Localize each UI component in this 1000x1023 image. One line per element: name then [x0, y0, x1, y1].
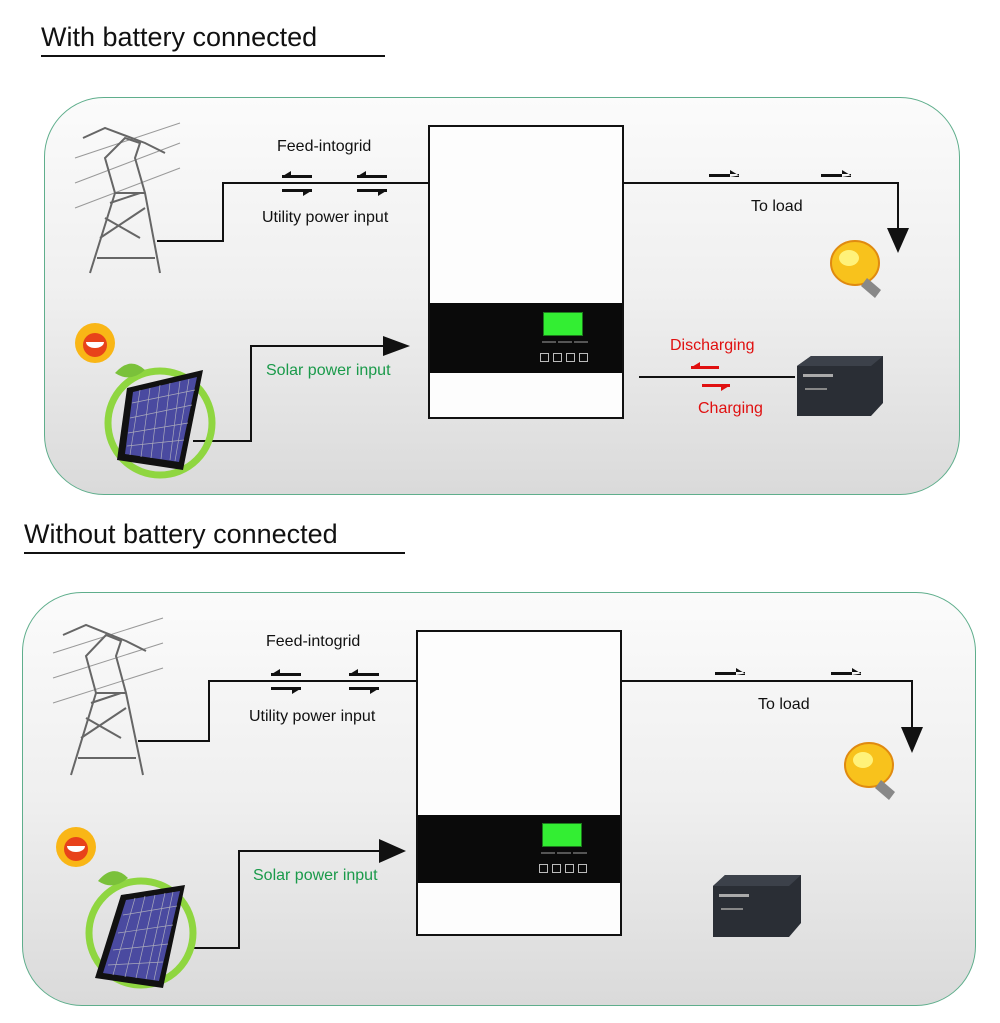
inverter-control-panel: [430, 303, 622, 373]
light-bulb-icon: [830, 240, 881, 298]
battery-icon: [797, 356, 883, 416]
panel-button: [579, 353, 588, 362]
power-tower-icon: [74, 122, 181, 274]
panel-button: [553, 353, 562, 362]
to-load-label: To load: [758, 696, 810, 713]
status-led: [558, 341, 572, 343]
inverter-control-panel: [418, 815, 620, 883]
section-heading-with-battery: With battery connected: [41, 24, 385, 57]
to-load-flow-arrows: [715, 668, 861, 675]
status-led: [542, 341, 556, 343]
feed-in-label: Feed-intogrid: [266, 633, 361, 650]
feed-in-arrows: [282, 171, 387, 196]
utility-input-label: Utility power input: [249, 708, 376, 725]
diagram-panel-with-battery: Feed-intogrid Utility power input To loa…: [44, 97, 960, 495]
inverter-icon: [416, 630, 622, 936]
battery-icon: [713, 875, 801, 937]
charging-label: Charging: [698, 400, 763, 417]
solar-panel-icon: [104, 363, 216, 479]
status-led: [573, 852, 587, 854]
discharging-label: Discharging: [670, 337, 755, 354]
light-bulb-icon: [844, 742, 895, 800]
utility-input-label: Utility power input: [262, 209, 389, 226]
to-load-arrowhead: [901, 727, 923, 753]
feed-in-label: Feed-intogrid: [277, 138, 372, 155]
sun-icon: [75, 323, 115, 363]
diagram-panel-without-battery: Feed-intogrid Utility power input To loa…: [22, 592, 976, 1006]
to-load-flow-arrows: [709, 170, 851, 177]
power-tower-icon: [52, 617, 164, 776]
panel-button: [540, 353, 549, 362]
lcd-display: [543, 312, 583, 336]
solar-input-label: Solar power input: [253, 867, 378, 884]
wiring-layer: [74, 122, 909, 479]
to-load-label: To load: [751, 198, 803, 215]
lcd-display: [542, 823, 582, 847]
feed-in-arrows: [271, 669, 379, 694]
status-led: [574, 341, 588, 343]
sun-icon: [56, 827, 96, 867]
solar-arrowhead: [379, 839, 406, 863]
section-heading-without-battery: Without battery connected: [24, 521, 405, 554]
wiring-layer: [52, 617, 923, 989]
status-led: [541, 852, 555, 854]
to-load-arrowhead: [887, 228, 909, 253]
status-led: [557, 852, 571, 854]
panel-button: [539, 864, 548, 873]
panel-button: [552, 864, 561, 873]
solar-input-label: Solar power input: [266, 362, 391, 379]
panel-button: [565, 864, 574, 873]
solar-arrowhead: [383, 336, 410, 356]
inverter-icon: [428, 125, 624, 419]
panel-button: [578, 864, 587, 873]
battery-flow-arrows: [691, 362, 730, 391]
solar-panel-icon: [85, 871, 197, 989]
panel-button: [566, 353, 575, 362]
